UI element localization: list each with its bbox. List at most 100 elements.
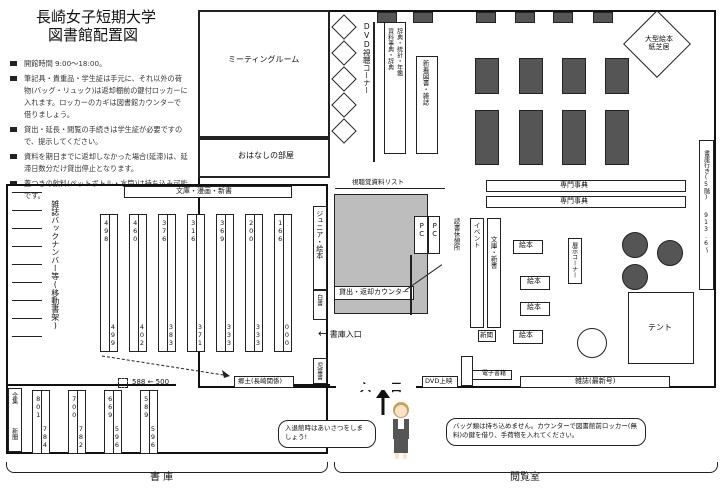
entrance-arrow-icon bbox=[376, 388, 390, 415]
picturebook-label-2: 絵本 bbox=[527, 277, 541, 285]
speech-bubble-right: バッグ類は持ち込めません。カウンターで図書館前ロッカー(無料)の鍵を借り、手荷物… bbox=[446, 418, 646, 446]
shelf-top-range: 369 bbox=[218, 219, 227, 243]
speech-bubble-left: 入退館時はあいさつをしましょう! bbox=[278, 420, 376, 448]
shelf-divider bbox=[41, 391, 42, 453]
dashed-arrow bbox=[101, 355, 231, 378]
picturebook-label-3: 絵本 bbox=[527, 303, 541, 311]
reserve-list-line bbox=[335, 188, 445, 189]
arrow-left-icon: ← bbox=[318, 327, 328, 340]
storytelling-room bbox=[198, 138, 330, 178]
shelf-top-range: 316 bbox=[189, 219, 198, 243]
right-wall-shelf bbox=[699, 140, 714, 290]
top-bookcase bbox=[553, 12, 573, 23]
collected-works-label: 全集 bbox=[10, 392, 18, 404]
shelf-bottom-range: 784 bbox=[41, 425, 49, 449]
right-wall-label: 書庫行き(5階) bbox=[702, 150, 710, 201]
main-bookcase bbox=[519, 110, 543, 165]
local-shelf bbox=[234, 376, 294, 388]
main-bookcase bbox=[562, 58, 586, 94]
rule-text: 蓋つきの飲料(ペットボトル・水筒)は持ち込み可能です。 bbox=[24, 179, 188, 200]
shelf-top-range: 166 bbox=[276, 219, 285, 243]
shelf-top-range: 200 bbox=[247, 219, 256, 243]
reading-brace bbox=[334, 462, 718, 473]
shelf-divider bbox=[254, 215, 255, 351]
specialized-shelf-1 bbox=[486, 180, 686, 192]
stacks-label: 書 庫 bbox=[150, 472, 174, 483]
local-shelf-label: 郷土(長崎関係) bbox=[238, 377, 283, 385]
dvd-corner-label: DVD視聴コーナー bbox=[362, 22, 372, 94]
shelf-divider bbox=[113, 391, 114, 453]
mobile-shelf-line bbox=[12, 282, 42, 283]
rule-text: 開館時間 9:00〜18:00。 bbox=[24, 59, 107, 68]
right-wall-label-2: 913.6〜 bbox=[702, 212, 710, 253]
page-title: 長崎女子短期大学 図書館配置図 bbox=[36, 8, 156, 44]
newspaper-rack bbox=[478, 330, 496, 342]
rule-text: 筆記具・貴重品・学生証は手元に、それ以外の荷物(バッグ・リュック)は返却棚前の鍵… bbox=[24, 74, 188, 119]
stacks-entrance-label: 書庫入口 bbox=[329, 330, 362, 339]
rule-item: 開館時間 9:00〜18:00。 bbox=[8, 58, 188, 70]
shelf-divider bbox=[109, 215, 110, 351]
mobile-shelf-line bbox=[12, 228, 42, 229]
shelf-bottom-range: 333 bbox=[254, 323, 262, 347]
back-number-label: 雑誌バックナンバー等(移動書架) bbox=[50, 200, 60, 330]
main-bookcase bbox=[605, 110, 629, 165]
circulation-counter-label: 貸出・返却カウンター bbox=[339, 288, 409, 296]
reserve-list-label: 視聴覚資料リスト bbox=[352, 178, 404, 186]
range-dashed-box bbox=[118, 378, 128, 388]
bunko-label: 文庫・漫画・新書 bbox=[176, 187, 232, 195]
shelf-divider bbox=[196, 215, 197, 351]
shelf-top-range: 700 bbox=[70, 395, 79, 419]
picturebook-island-4 bbox=[513, 330, 543, 344]
exhibit-label: 展示コーナー bbox=[570, 242, 578, 278]
bullet-icon bbox=[10, 61, 17, 66]
exhibit-shelf bbox=[568, 238, 582, 284]
shelf-top-range: 669 bbox=[106, 395, 115, 419]
shelf-bottom-range: 499 bbox=[109, 323, 117, 347]
pc-label-1: PC bbox=[417, 222, 426, 238]
large-picturebook-label: 大型絵本紙芝居 bbox=[645, 35, 673, 51]
top-bookcase bbox=[476, 12, 496, 23]
shelf-bottom-range: 782 bbox=[77, 425, 85, 449]
collected-works-shelf bbox=[8, 388, 22, 452]
bullet-icon bbox=[10, 154, 17, 159]
stacks-entrance[interactable]: ← 書庫入口 bbox=[318, 327, 362, 340]
specialized-label-1: 専門事典 bbox=[560, 181, 588, 189]
shelf-top-range: 589 bbox=[142, 395, 151, 419]
shelf-divider bbox=[138, 215, 139, 351]
mobile-shelf-line bbox=[12, 300, 42, 301]
whitepaper-shelf bbox=[313, 290, 327, 320]
round-table bbox=[657, 240, 683, 266]
specialized-shelf-2 bbox=[486, 196, 686, 208]
shelf-divider bbox=[283, 215, 284, 351]
bunko-shelf-2 bbox=[487, 218, 501, 328]
newspaper-label: 新聞 bbox=[480, 331, 493, 339]
storytelling-room-label: おはなしの部屋 bbox=[238, 151, 294, 160]
tent bbox=[628, 292, 694, 364]
round-table bbox=[577, 328, 607, 358]
latest-magazines-shelf bbox=[520, 376, 670, 388]
top-bookcase bbox=[377, 12, 397, 23]
specialized-label-2: 専門事典 bbox=[560, 197, 588, 205]
mobile-shelf-line bbox=[12, 318, 42, 319]
main-bookcase bbox=[562, 110, 586, 165]
bullet-icon bbox=[10, 181, 17, 186]
bunko-shelf bbox=[124, 186, 292, 198]
rule-item: 資料を期日までに返却しなかった場合(延滞)は、延滞日数分だけ貸出停止となります。 bbox=[8, 151, 188, 175]
mobile-shelf-line bbox=[12, 210, 42, 211]
shelf-bottom-range: 333 bbox=[225, 323, 233, 347]
main-bookcase bbox=[519, 58, 543, 94]
rule-item: 蓋つきの飲料(ペットボトル・水筒)は持ち込み可能です。 bbox=[8, 178, 188, 202]
rules-list: 開館時間 9:00〜18:00。 筆記具・貴重品・学生証は手元に、それ以外の荷物… bbox=[8, 58, 188, 205]
dvd-screen bbox=[422, 376, 458, 388]
children-label: 児童書 bbox=[315, 362, 323, 380]
shelf-bottom-range: 596 bbox=[113, 425, 121, 449]
reading-room-label: 閲覧室 bbox=[510, 472, 540, 483]
main-bookcase bbox=[475, 110, 499, 165]
bullet-icon bbox=[10, 127, 17, 132]
rule-item: 筆記具・貴重品・学生証は手元に、それ以外の荷物(バッグ・リュック)は返却棚前の鍵… bbox=[8, 73, 188, 121]
